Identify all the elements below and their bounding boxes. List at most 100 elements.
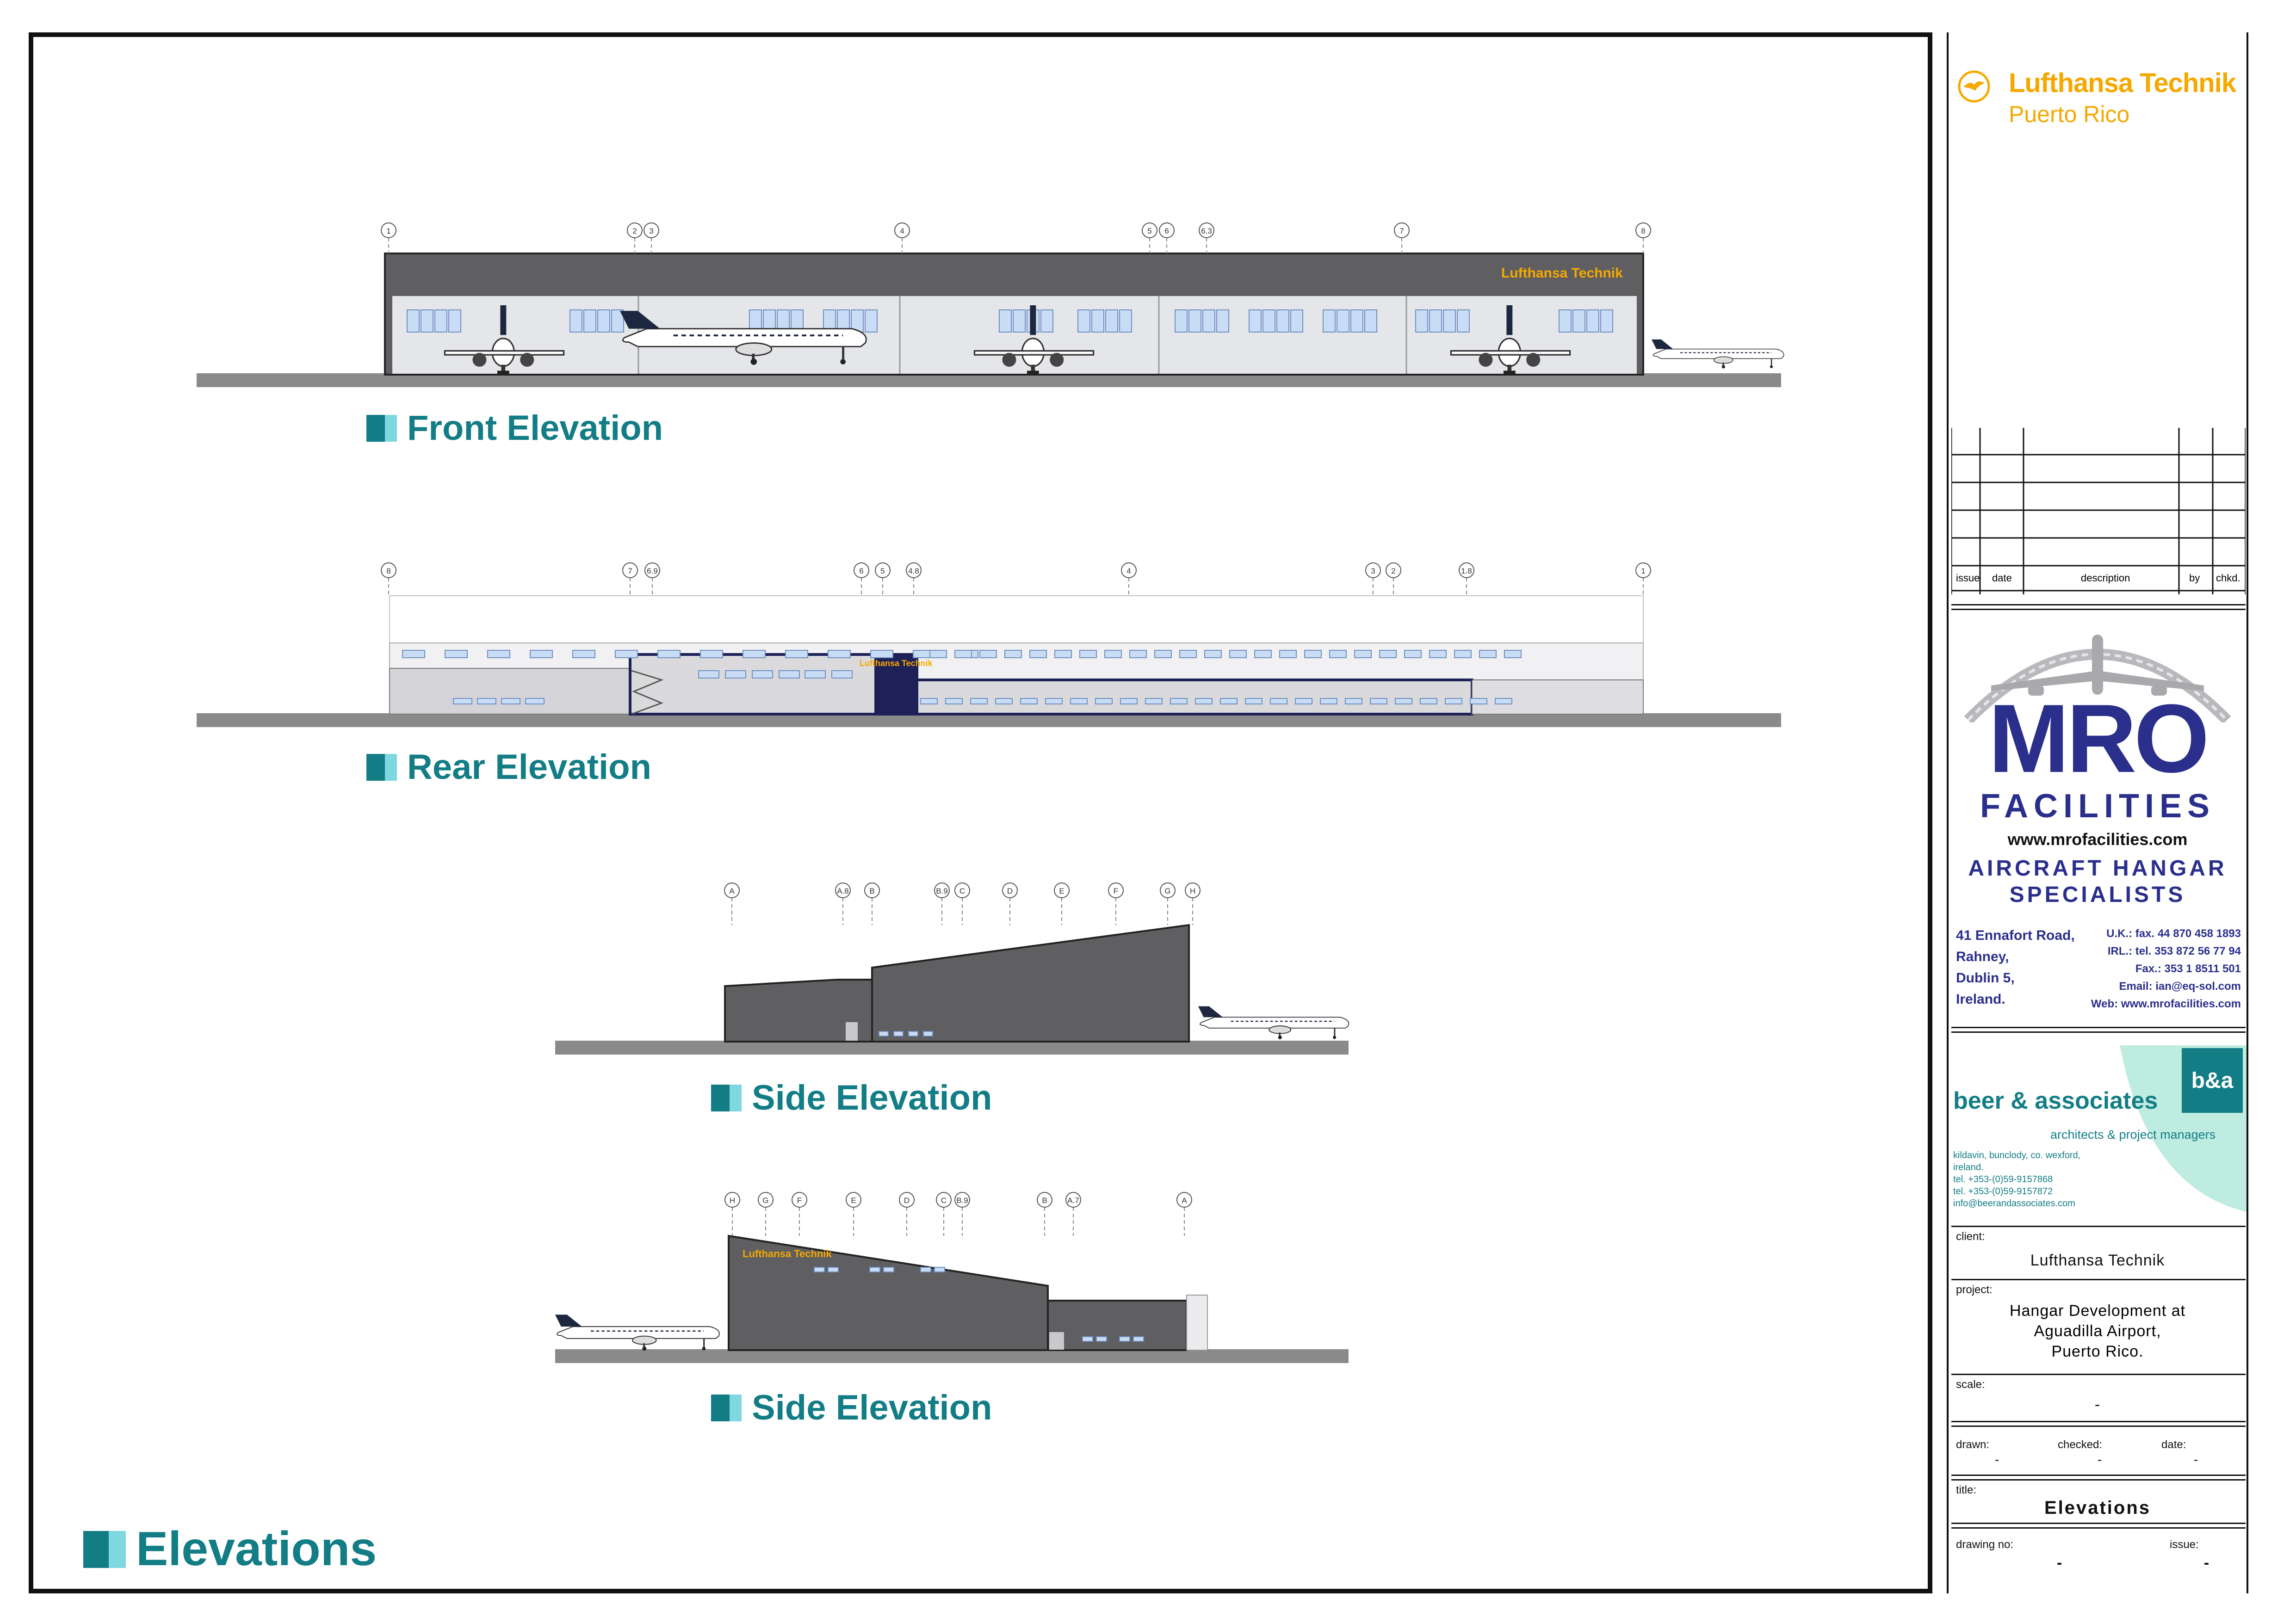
window-panel <box>1202 309 1215 333</box>
grid-bubble <box>1199 222 1214 238</box>
hangar-profile <box>871 924 1190 1043</box>
window-panel <box>1145 698 1163 704</box>
drawing-no-value: - <box>2056 1554 2063 1572</box>
window-panel <box>1129 650 1147 658</box>
window-panel <box>1323 309 1336 333</box>
mro-contact-line: Email: ian@eq-sol.com <box>2119 980 2241 993</box>
window-panel <box>1470 698 1487 704</box>
side-elevation-heading-2: Side Elevation <box>711 1388 992 1428</box>
window-panel <box>1395 698 1412 704</box>
grid-bubble <box>381 222 396 238</box>
architect-sub: architects & project managers <box>2050 1128 2216 1142</box>
divider <box>1951 1523 2246 1524</box>
side-elevation-heading-1: Side Elevation <box>711 1078 992 1118</box>
divider <box>1951 1374 2246 1375</box>
window-panel <box>893 1031 904 1037</box>
heading-marker-icon <box>366 753 397 781</box>
mro-facilities: FACILITIES <box>1980 788 2216 825</box>
lean-to <box>724 979 873 1043</box>
window-panel <box>923 1031 933 1037</box>
window-panel <box>828 1267 839 1272</box>
grid-bubble <box>1386 562 1401 578</box>
grid-label: B <box>1042 1196 1047 1205</box>
window-panel <box>445 650 468 658</box>
door <box>1049 1332 1064 1350</box>
divider <box>1951 1421 2246 1422</box>
window-panel <box>1415 309 1428 333</box>
mro-contact: U.K.: fax. 44 870 458 1893 IRL.: tel. 35… <box>2091 925 2241 1013</box>
window-panel <box>869 1267 880 1272</box>
grid-label: F <box>1114 887 1118 895</box>
window-panel <box>1082 1336 1093 1342</box>
grid-label: H <box>1190 887 1195 895</box>
aircraft-icon <box>1198 1006 1349 1040</box>
architect-address-line: ireland. <box>1953 1162 1984 1173</box>
grid-bubble <box>1002 882 1018 898</box>
window-panel <box>743 650 766 658</box>
grid-label: 1.8 <box>1461 567 1472 575</box>
grid-label: A.8 <box>837 887 849 895</box>
window-panel <box>1119 1336 1130 1342</box>
window-panel <box>1320 698 1337 704</box>
scale-label: scale: <box>1956 1378 1985 1391</box>
window-panel <box>1350 309 1363 333</box>
window-panel <box>1337 309 1349 333</box>
grid-label: 1 <box>386 227 390 235</box>
window-panel <box>1429 650 1447 658</box>
grid-label: 4 <box>1126 567 1131 575</box>
mro-address-line: 41 Ennafort Road, <box>1956 928 2075 943</box>
grid-bubble <box>906 562 922 578</box>
window-panel <box>934 1267 945 1272</box>
mro-address: 41 Ennafort Road, Rahney, Dublin 5, Irel… <box>1956 925 2075 1010</box>
drawn-label: drawn: <box>1956 1438 1990 1451</box>
ba-monogram-text: b&a <box>2191 1068 2234 1093</box>
window-panel <box>1270 698 1287 704</box>
window-panel <box>1586 309 1599 333</box>
grid-label: 2 <box>632 227 637 235</box>
revision-header-by: by <box>2189 572 2200 584</box>
architect-address: kildavin, bunclody, co. wexford, ireland… <box>1953 1149 2080 1210</box>
window-panel <box>1479 650 1497 658</box>
mro-arch-icon <box>1964 635 2231 722</box>
divider <box>1951 1527 2246 1529</box>
grid-bubble <box>954 882 970 898</box>
window-panel <box>1195 698 1213 704</box>
client-logo-line1: Lufthansa Technik <box>2009 68 2236 98</box>
client-label: client: <box>1956 1230 1985 1243</box>
window-panel <box>995 698 1013 704</box>
aircraft-icon <box>555 1314 720 1351</box>
scale-value: - <box>2094 1396 2101 1413</box>
mro-address-line: Ireland. <box>1956 992 2005 1007</box>
window-panel <box>1095 698 1113 704</box>
title-block: Lufthansa Technik Puerto Rico issue date… <box>1947 32 2248 1593</box>
window-panel <box>1254 650 1272 658</box>
grid-label: 1 <box>1641 567 1645 575</box>
window-panel <box>1329 650 1347 658</box>
window-panel <box>1120 698 1138 704</box>
window-panel <box>945 698 963 704</box>
sheet-title-heading: Elevations <box>83 1522 377 1577</box>
grid-label: B.9 <box>956 1196 968 1205</box>
project-line: Hangar Development at <box>2009 1302 2186 1320</box>
heading-marker-icon <box>711 1084 742 1111</box>
window-panel <box>569 309 582 333</box>
window-panel <box>1216 309 1229 333</box>
grid-label: 5 <box>880 567 885 575</box>
grid-label: A.7 <box>1067 1196 1079 1205</box>
entrance-tower <box>874 654 917 714</box>
grid-bubble <box>627 222 643 238</box>
grid-label: A <box>729 887 735 895</box>
grid-label: C <box>959 887 965 895</box>
mro-contact-line: IRL.: tel. 353 872 56 77 94 <box>2107 945 2241 957</box>
window-panel <box>407 309 420 333</box>
window-panel <box>1304 650 1322 658</box>
revision-table: issue date description by chkd. <box>1951 428 2246 594</box>
grid-bubble <box>1635 222 1651 238</box>
window-panel <box>920 1267 931 1272</box>
divider <box>1951 609 2246 610</box>
mro-contact-line: Web: www.mrofacilities.com <box>2091 998 2241 1010</box>
grid-bubble <box>622 562 638 578</box>
window-panel <box>572 650 595 658</box>
grid-bubble <box>1160 882 1176 898</box>
